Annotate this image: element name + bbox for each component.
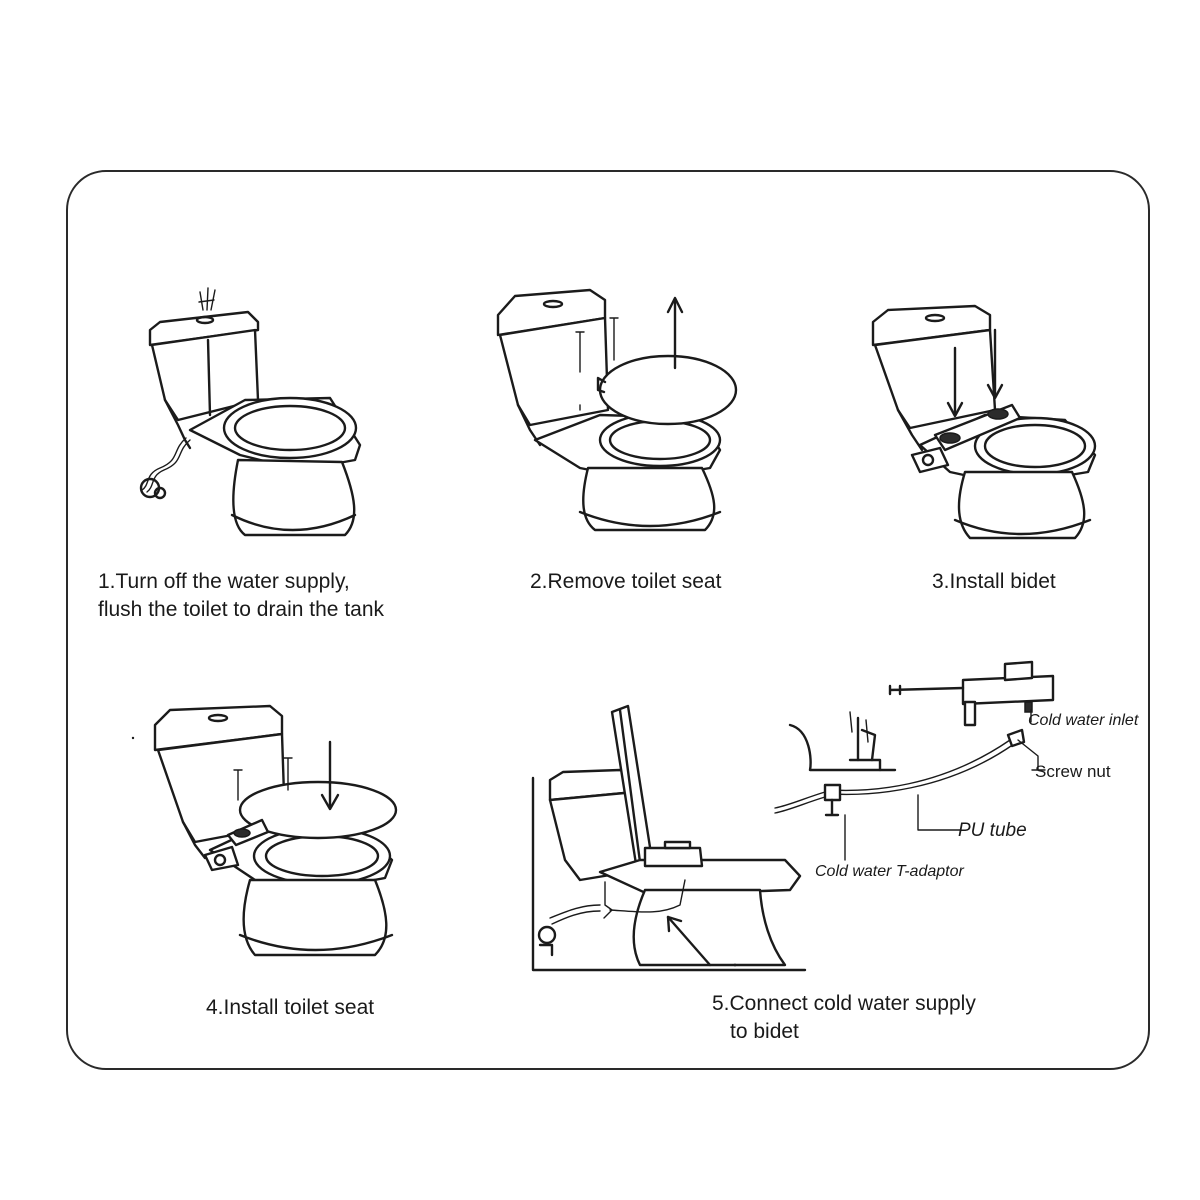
cold-water-inlet-label: Cold water inlet — [1028, 712, 1139, 729]
screw-nut-label: Screw nut — [1035, 762, 1111, 781]
step1-caption-line1: 1.Turn off the water supply, — [98, 570, 350, 593]
instruction-panel-frame — [66, 170, 1150, 1070]
step5-toilet-illustration — [531, 704, 807, 972]
step2-toilet-illustration — [496, 288, 738, 532]
step3-toilet-illustration — [871, 304, 1097, 540]
step1-caption-line2: flush the toilet to drain the tank — [98, 598, 385, 621]
step1-toilet-illustration — [139, 287, 362, 537]
step4-toilet-illustration — [131, 704, 398, 957]
step4-caption: 4.Install toilet seat — [206, 996, 375, 1019]
step5-caption-line2: to bidet — [730, 1020, 799, 1043]
step5-caption-line1: 5.Connect cold water supply — [712, 992, 976, 1015]
pu-tube-label: PU tube — [958, 820, 1027, 841]
connection-detail-illustration — [774, 660, 1055, 861]
t-adaptor-label: Cold water T-adaptor — [815, 863, 964, 880]
step2-caption: 2.Remove toilet seat — [530, 570, 722, 593]
step3-caption: 3.Install bidet — [932, 570, 1056, 593]
